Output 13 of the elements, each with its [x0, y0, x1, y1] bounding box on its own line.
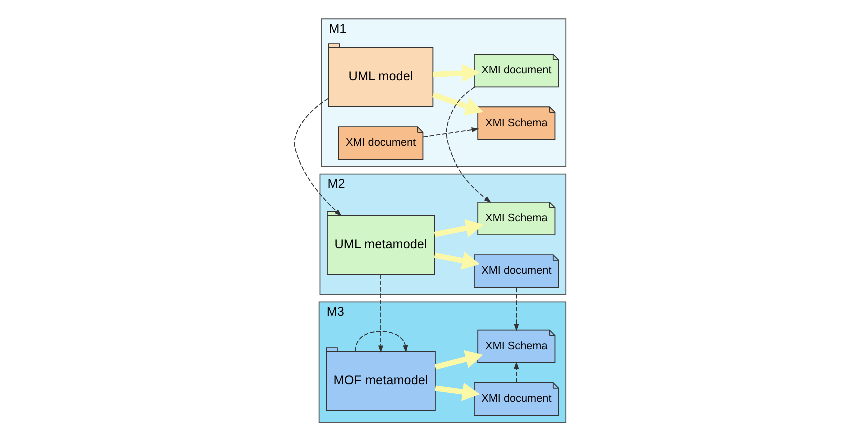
arrow [434, 382, 480, 402]
arrow [514, 287, 519, 332]
arrow [432, 64, 480, 83]
arrow [422, 127, 479, 138]
arrow [434, 219, 484, 238]
arrow [432, 92, 484, 116]
arrow [434, 252, 480, 270]
arrow [446, 86, 492, 204]
arrow [514, 362, 519, 384]
arrow [378, 274, 384, 354]
arrow [354, 331, 408, 353]
arrow [294, 98, 342, 216]
arrow [434, 350, 483, 370]
